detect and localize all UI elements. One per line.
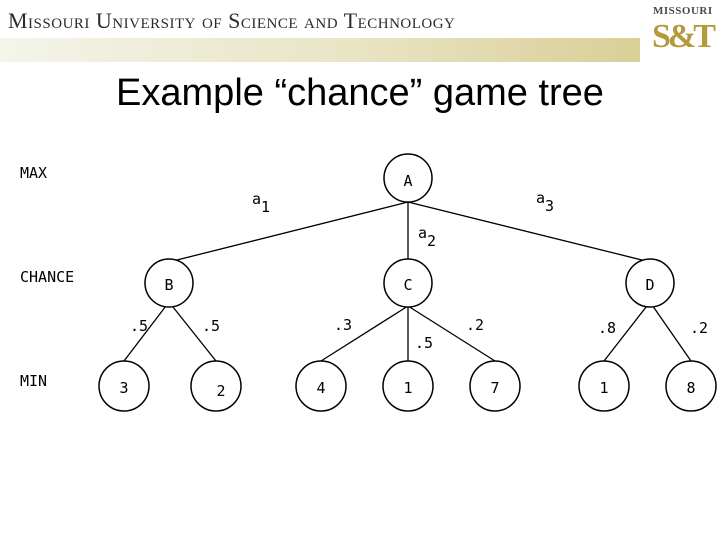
edge-d-2 bbox=[649, 301, 692, 362]
action-a3: a3 bbox=[536, 189, 554, 215]
node-b-label: B bbox=[164, 276, 173, 294]
min-node-label: 7 bbox=[490, 379, 499, 397]
edge-c-1 bbox=[320, 305, 409, 362]
probability-label: .5 bbox=[202, 317, 220, 335]
min-node-circle bbox=[295, 360, 347, 412]
probability-label: .3 bbox=[334, 316, 352, 334]
node-a-circle bbox=[383, 153, 433, 203]
min-node-circle bbox=[578, 360, 630, 412]
min-node-circle bbox=[382, 360, 434, 412]
min-node-label: 1 bbox=[403, 379, 412, 397]
edge-b-2 bbox=[168, 301, 217, 362]
min-node-label: 2 bbox=[216, 382, 225, 400]
min-node-circle bbox=[469, 360, 521, 412]
probability-label: .2 bbox=[690, 319, 708, 337]
min-node-circle bbox=[665, 360, 717, 412]
slide-title: Example “chance” game tree bbox=[116, 72, 604, 114]
node-c-circle bbox=[383, 258, 433, 308]
logo-mark: S&T bbox=[652, 18, 716, 55]
min-node-label: 4 bbox=[316, 379, 325, 397]
logo-top-text: MISSOURI bbox=[653, 5, 713, 17]
min-node-label: 8 bbox=[686, 379, 695, 397]
edge-a3 bbox=[407, 201, 651, 263]
probability-label: .2 bbox=[466, 316, 484, 334]
node-d-label: D bbox=[645, 276, 654, 294]
probability-label: .8 bbox=[598, 319, 616, 337]
header: Missouri University of Science and Techn… bbox=[0, 0, 720, 62]
edge-a1 bbox=[168, 201, 409, 263]
action-a1: a1 bbox=[252, 190, 270, 216]
node-d-circle bbox=[625, 258, 675, 308]
level-label-chance: CHANCE bbox=[20, 268, 74, 286]
header-gradient-bar bbox=[0, 38, 640, 62]
action-a2: a2 bbox=[418, 224, 436, 250]
level-label-min: MIN bbox=[20, 372, 47, 390]
edge-c-3 bbox=[407, 305, 496, 362]
node-b-circle bbox=[144, 258, 194, 308]
node-a-label: A bbox=[403, 172, 412, 190]
level-label-max: MAX bbox=[20, 164, 47, 182]
probability-label: .5 bbox=[130, 317, 148, 335]
min-node-label: 3 bbox=[119, 379, 128, 397]
min-node-circle bbox=[98, 360, 150, 412]
min-node-label: 1 bbox=[599, 379, 608, 397]
edge-d-1 bbox=[603, 301, 651, 362]
edge-b-1 bbox=[123, 301, 170, 362]
node-c-label: C bbox=[403, 276, 412, 294]
min-node-circle bbox=[190, 360, 242, 412]
university-name: Missouri University of Science and Techn… bbox=[8, 8, 456, 33]
probability-label: .5 bbox=[415, 334, 433, 352]
